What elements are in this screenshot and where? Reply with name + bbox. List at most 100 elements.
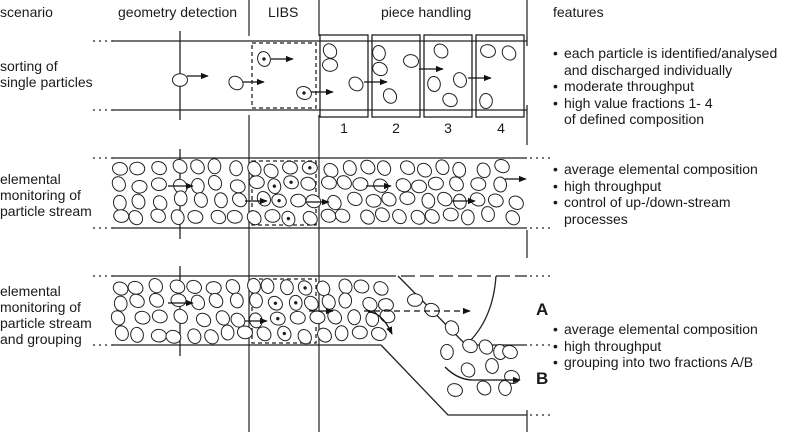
particle-icon	[320, 208, 337, 223]
particle-icon	[348, 76, 364, 92]
particle-icon	[444, 320, 460, 336]
particle-icon	[481, 206, 495, 222]
feature-item: high throughput	[553, 338, 758, 355]
particle-icon	[204, 329, 219, 345]
particle-icon	[411, 179, 428, 194]
particle-icon	[334, 325, 349, 342]
particle-icon	[187, 328, 202, 345]
analysed-particle-icon	[267, 295, 283, 311]
libs-zone	[251, 278, 317, 344]
particle-icon	[395, 178, 412, 193]
particle-icon	[476, 162, 491, 179]
particle-icon	[338, 278, 353, 295]
particle-icon	[173, 190, 188, 207]
particle-icon	[427, 176, 444, 191]
particle-icon	[382, 88, 398, 104]
particle-icon	[113, 295, 128, 312]
particle-icon	[334, 208, 351, 223]
particle-icon	[437, 191, 453, 207]
particle-icon	[400, 160, 416, 175]
features-grouping: average elemental composition high throu…	[553, 321, 758, 371]
particle-icon	[190, 159, 205, 175]
particle-icon	[379, 309, 396, 324]
feature-item: control of up-/down-stream processes	[553, 194, 758, 227]
particle-icon	[172, 73, 188, 87]
particle-icon	[508, 195, 524, 210]
particle-icon	[410, 209, 426, 225]
particle-icon	[442, 207, 459, 222]
particle-icon	[169, 279, 186, 294]
particle-icon	[226, 209, 243, 224]
particle-icon	[392, 209, 407, 225]
particle-icon	[297, 328, 312, 345]
particle-icon	[128, 210, 144, 226]
analysed-particle-icon	[271, 193, 287, 208]
particle-icon	[365, 194, 382, 208]
particle-icon	[112, 194, 127, 211]
particle-icon	[229, 292, 244, 309]
particle-icon	[424, 209, 440, 224]
bin-box-2	[371, 34, 421, 118]
particle-icon	[148, 278, 164, 294]
particle-icon	[280, 279, 294, 296]
particle-icon	[130, 326, 144, 343]
particle-icon	[205, 281, 222, 295]
particle-icon	[229, 179, 246, 194]
particle-icon	[264, 209, 281, 223]
particle-icon	[399, 191, 416, 205]
particle-icon	[494, 159, 510, 174]
particle-icon	[421, 192, 436, 209]
particle-icon	[360, 209, 375, 225]
particle-icon	[424, 302, 440, 318]
particle-icon	[427, 76, 441, 92]
particle-icon	[112, 281, 129, 296]
bin-label-4: 4	[497, 120, 505, 136]
particle-icon	[207, 158, 222, 175]
analysed-particle-icon	[301, 160, 318, 175]
particle-icon	[150, 208, 166, 223]
particle-icon	[129, 161, 146, 176]
fraction-b-arrow	[444, 366, 521, 384]
bin-label-3: 3	[444, 120, 452, 136]
particle-icon	[215, 310, 230, 326]
libs-zone	[251, 160, 317, 226]
analysed-particle-icon	[281, 210, 296, 227]
particle-icon	[195, 312, 212, 328]
particle-icon	[371, 326, 387, 342]
analysed-particle-icon	[288, 294, 303, 311]
particle-icon	[150, 177, 167, 192]
particle-icon	[469, 192, 486, 207]
particle-icon	[187, 210, 204, 224]
particle-icon	[282, 160, 298, 175]
particle-icon	[480, 44, 496, 58]
particle-icon	[151, 161, 167, 176]
particle-icon	[150, 328, 167, 343]
particle-icon	[170, 209, 185, 225]
particle-icon	[193, 192, 208, 208]
particle-icon	[347, 309, 362, 326]
particle-icon	[342, 160, 357, 176]
particle-icon	[170, 293, 187, 308]
particle-icon	[351, 325, 368, 340]
feature-item: each particle is identified/analysed and…	[553, 45, 777, 78]
particle-icon	[505, 210, 521, 226]
particle-icon	[407, 293, 423, 307]
particle-icon	[442, 92, 458, 108]
particle-icon	[111, 176, 126, 192]
particle-icon	[186, 279, 202, 294]
particle-icon	[309, 310, 326, 325]
particle-icon	[229, 160, 243, 177]
bin-box-3	[423, 34, 473, 118]
particle-icon	[248, 175, 265, 190]
particle-icon	[321, 175, 337, 190]
particle-icon	[110, 310, 126, 326]
particle-icon	[290, 193, 307, 208]
analysed-particle-icon	[283, 175, 299, 190]
particle-icon	[435, 159, 450, 176]
lane-b-bottom	[380, 344, 527, 416]
particle-icon	[365, 311, 380, 327]
particle-icon	[381, 192, 397, 207]
analysed-particle-icon	[257, 51, 271, 67]
bin-label-2: 2	[392, 120, 400, 136]
